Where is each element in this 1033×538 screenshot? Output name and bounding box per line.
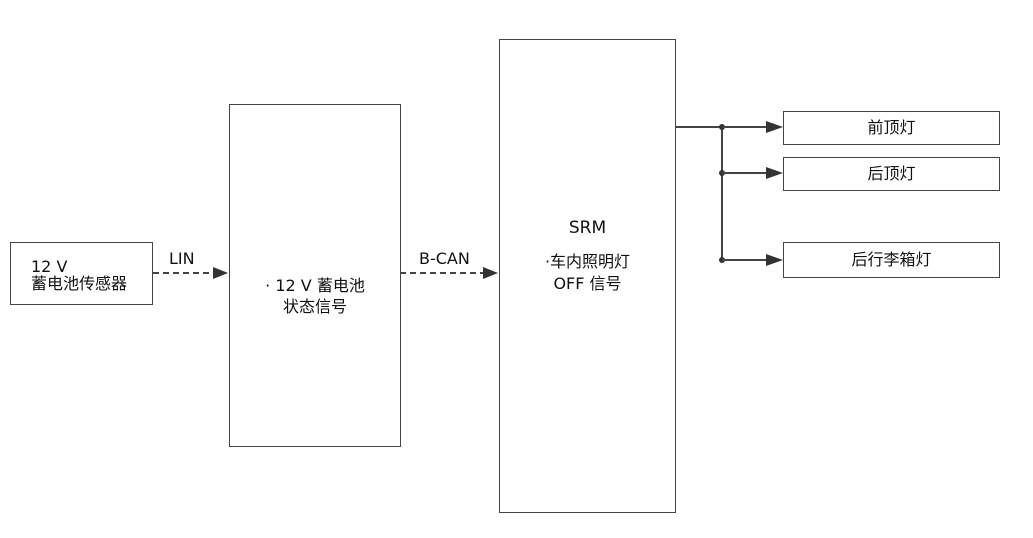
srm-box: SRM ·车内照明灯 OFF 信号 [499, 39, 676, 513]
output-label-front-dome-light: 前顶灯 [867, 118, 916, 137]
bcan-label: B-CAN [419, 249, 470, 268]
output-label-trunk-light: 后行李箱灯 [851, 250, 932, 269]
srm-line2: OFF 信号 [553, 274, 622, 293]
lin-label: LIN [169, 249, 195, 268]
bcan-arrowhead [483, 267, 498, 279]
battery-sensor-box: 12 V 蓄电池传感器 [10, 242, 153, 305]
battery-status-line2: 状态信号 [282, 297, 347, 316]
output-box-trunk-light: 后行李箱灯 [783, 242, 1000, 278]
battery-status-box: · 12 V 蓄电池 状态信号 [229, 104, 401, 447]
output-box-rear-dome-light: 后顶灯 [783, 157, 1000, 191]
output-box-front-dome-light: 前顶灯 [783, 111, 1000, 145]
battery-sensor-line1: 12 V [31, 257, 68, 276]
lin-arrowhead [213, 267, 228, 279]
branch-arrowhead-1 [766, 121, 783, 133]
output-label-rear-dome-light: 后顶灯 [867, 164, 916, 183]
srm-title: SRM [568, 218, 607, 238]
branch-arrowhead-3 [766, 254, 783, 266]
battery-sensor-line2: 蓄电池传感器 [31, 274, 128, 293]
srm-line1: ·车内照明灯 [544, 252, 631, 271]
branch-arrowhead-2 [766, 167, 783, 179]
battery-status-line1: · 12 V 蓄电池 [265, 276, 365, 295]
